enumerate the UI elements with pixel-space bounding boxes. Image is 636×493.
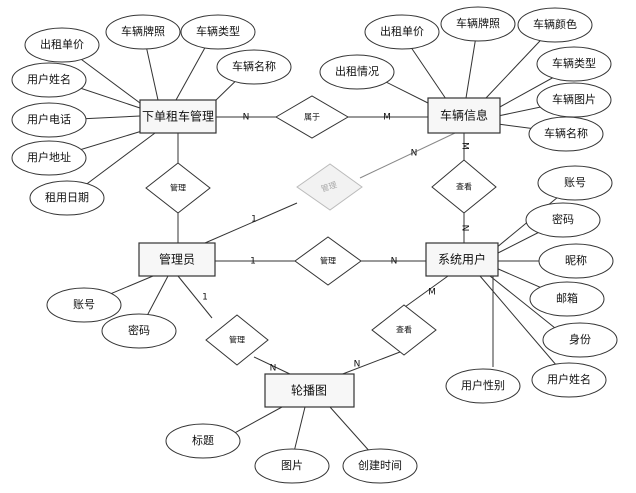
entity-vehicle-label: 车辆信息 — [440, 108, 488, 123]
attribute-oval — [105, 14, 181, 50]
attribute-oval — [11, 140, 87, 176]
entity-sysuser: 系统用户 — [425, 242, 499, 277]
carousel-attr-title: 标题 — [192, 433, 214, 447]
relationship-belongs-label: 属于 — [304, 113, 320, 122]
sysuser-attr-account: 账号 — [564, 176, 586, 189]
relationship-manage-order: 管理 — [145, 162, 211, 214]
attribute-oval — [46, 287, 122, 323]
cardinality-belongs-vehicle: M — [383, 113, 391, 123]
vehicle-attr-type: 车辆类型 — [552, 56, 596, 70]
attribute-oval — [101, 313, 177, 349]
order-attr-user-address: 用户地址 — [27, 150, 71, 164]
order-attr-user-phone: 用户电话 — [27, 112, 71, 126]
sysuser-attr-nickname: 昵称 — [565, 253, 587, 267]
order-attr-vehicle-name: 车辆名称 — [232, 59, 276, 73]
order-attr-plate: 车辆牌照 — [121, 24, 165, 38]
order-attr-vehicle-type: 车辆类型 — [196, 24, 240, 38]
sysuser-attributes: 账号 密码 昵称 邮箱 身份 用户姓名 用户性别 — [445, 165, 618, 404]
attribute-oval — [528, 116, 604, 152]
attribute-oval — [180, 14, 256, 50]
relationship-belongs: 属于 — [275, 95, 349, 139]
vehicle-attr-rent-price: 出租单价 — [380, 24, 424, 38]
cardinality-view-carousel-user: M — [428, 288, 436, 298]
attribute-oval — [525, 202, 601, 238]
attribute-oval — [11, 62, 87, 98]
attribute-oval — [445, 368, 521, 404]
attribute-oval — [536, 46, 612, 82]
attribute-oval — [342, 448, 418, 484]
vehicle-attr-image: 车辆图片 — [552, 92, 596, 106]
cardinality-manage-user-user: N — [391, 257, 398, 267]
order-attr-user-name: 用户姓名 — [27, 72, 71, 86]
relationship-view-vehicle: 查看 — [431, 159, 497, 214]
vehicle-attr-color: 车辆颜色 — [533, 17, 577, 31]
attribute-oval — [517, 7, 593, 43]
vehicle-attr-name: 车辆名称 — [544, 126, 588, 140]
carousel-attributes: 标题 图片 创建时间 — [165, 423, 418, 484]
vehicle-attr-rent-status: 出租情况 — [335, 64, 379, 78]
vehicle-attr-plate: 车辆牌照 — [456, 16, 500, 30]
vehicle-attributes: 出租单价 车辆牌照 车辆颜色 出租情况 车辆类型 车辆图片 车辆名称 — [319, 6, 612, 152]
relationship-manage-vehicle: 管理 — [296, 163, 363, 211]
order-attr-rent-price: 出租单价 — [40, 37, 84, 51]
attribute-oval — [440, 6, 516, 42]
order-attributes: 出租单价 车辆牌照 车辆类型 车辆名称 用户姓名 用户电话 用户地址 租用日期 — [11, 14, 292, 216]
entity-order: 下单租车管理 — [139, 99, 217, 134]
attribute-oval — [542, 322, 618, 358]
entity-admin: 管理员 — [138, 242, 216, 277]
entity-admin-label: 管理员 — [159, 252, 195, 267]
attribute-oval — [29, 180, 105, 216]
admin-attr-account: 账号 — [73, 298, 95, 311]
relationship-manage-carousel-label: 管理 — [229, 335, 245, 345]
admin-attr-password: 密码 — [128, 323, 150, 337]
cardinality-manage-user-admin: 1 — [250, 257, 256, 267]
entity-carousel: 轮播图 — [264, 373, 355, 408]
entity-carousel-label: 轮播图 — [291, 384, 327, 398]
carousel-attr-created-time: 创建时间 — [358, 458, 402, 472]
attribute-oval — [531, 362, 607, 398]
attribute-oval — [529, 281, 605, 317]
admin-attributes: 账号 密码 — [46, 287, 177, 349]
cardinality-manage-vehicle-vehicle: N — [411, 149, 418, 159]
attribute-oval — [364, 14, 440, 50]
entity-order-label: 下单租车管理 — [142, 109, 214, 124]
relationship-manage-user: 管理 — [294, 236, 362, 286]
attribute-oval — [538, 243, 614, 279]
relationship-view-vehicle-label: 查看 — [456, 182, 472, 192]
cardinality-view-vehicle-user: N — [460, 225, 470, 232]
sysuser-attr-gender: 用户性别 — [461, 378, 505, 392]
entity-vehicle: 车辆信息 — [427, 97, 501, 134]
attribute-oval — [319, 54, 395, 90]
relationship-manage-order-label: 管理 — [170, 183, 186, 193]
order-attr-rent-date: 租用日期 — [45, 191, 89, 204]
attribute-oval — [24, 27, 100, 63]
relationship-manage-carousel: 管理 — [205, 314, 269, 366]
cardinality-belongs-order: N — [243, 113, 250, 123]
attribute-oval — [254, 448, 330, 484]
attribute-oval — [537, 165, 613, 201]
cardinality-manage-carousel-carousel: N — [270, 364, 277, 374]
sysuser-attr-password: 密码 — [552, 212, 574, 226]
cardinality-view-vehicle-vehicle: M — [460, 142, 470, 150]
cardinality-manage-carousel-admin: 1 — [202, 293, 208, 303]
relationship-manage-vehicle-label: 管理 — [320, 179, 338, 193]
sysuser-attr-email: 邮箱 — [556, 291, 578, 305]
sysuser-attr-role: 身份 — [569, 332, 591, 346]
cardinality-labels: N M 1 N 1 N M N 1 N M N — [202, 113, 469, 374]
relationship-view-carousel: 查看 — [371, 304, 437, 356]
attribute-oval — [216, 49, 292, 85]
attribute-oval — [165, 423, 241, 459]
cardinality-manage-vehicle-admin: 1 — [251, 215, 257, 225]
relationship-manage-user-label: 管理 — [320, 256, 336, 266]
entity-sysuser-label: 系统用户 — [438, 252, 486, 267]
carousel-attr-image: 图片 — [281, 459, 303, 472]
sysuser-attr-user-name: 用户姓名 — [547, 372, 591, 386]
cardinality-view-carousel-carousel: N — [354, 360, 361, 370]
attribute-oval — [11, 102, 87, 138]
relationship-view-carousel-label: 查看 — [396, 325, 412, 335]
